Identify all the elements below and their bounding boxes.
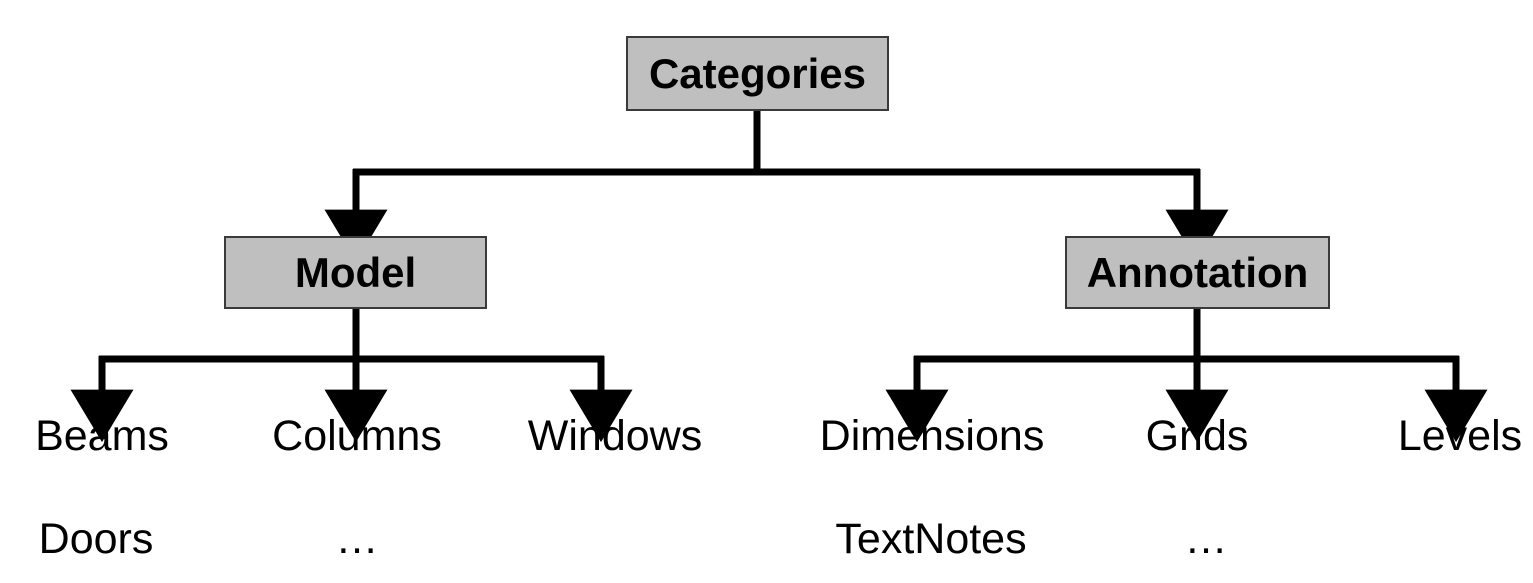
leaf-dimensions: Dimensions (819, 412, 1045, 460)
node-categories[interactable]: Categories (626, 36, 889, 111)
leaf-grids: Grids (1145, 412, 1249, 460)
leaf-model-ellipsis: … (335, 515, 379, 563)
node-annotation[interactable]: Annotation (1065, 236, 1330, 309)
leaf-columns: Columns (272, 412, 442, 460)
leaf-annotation-ellipsis: … (1184, 515, 1228, 563)
leaf-textnotes: TextNotes (835, 515, 1027, 563)
leaf-windows: Windows (527, 412, 703, 460)
leaf-levels: Levels (1397, 412, 1523, 460)
leaf-doors: Doors (38, 515, 154, 563)
leaf-beams: Beams (35, 412, 169, 460)
node-model[interactable]: Model (224, 236, 487, 309)
